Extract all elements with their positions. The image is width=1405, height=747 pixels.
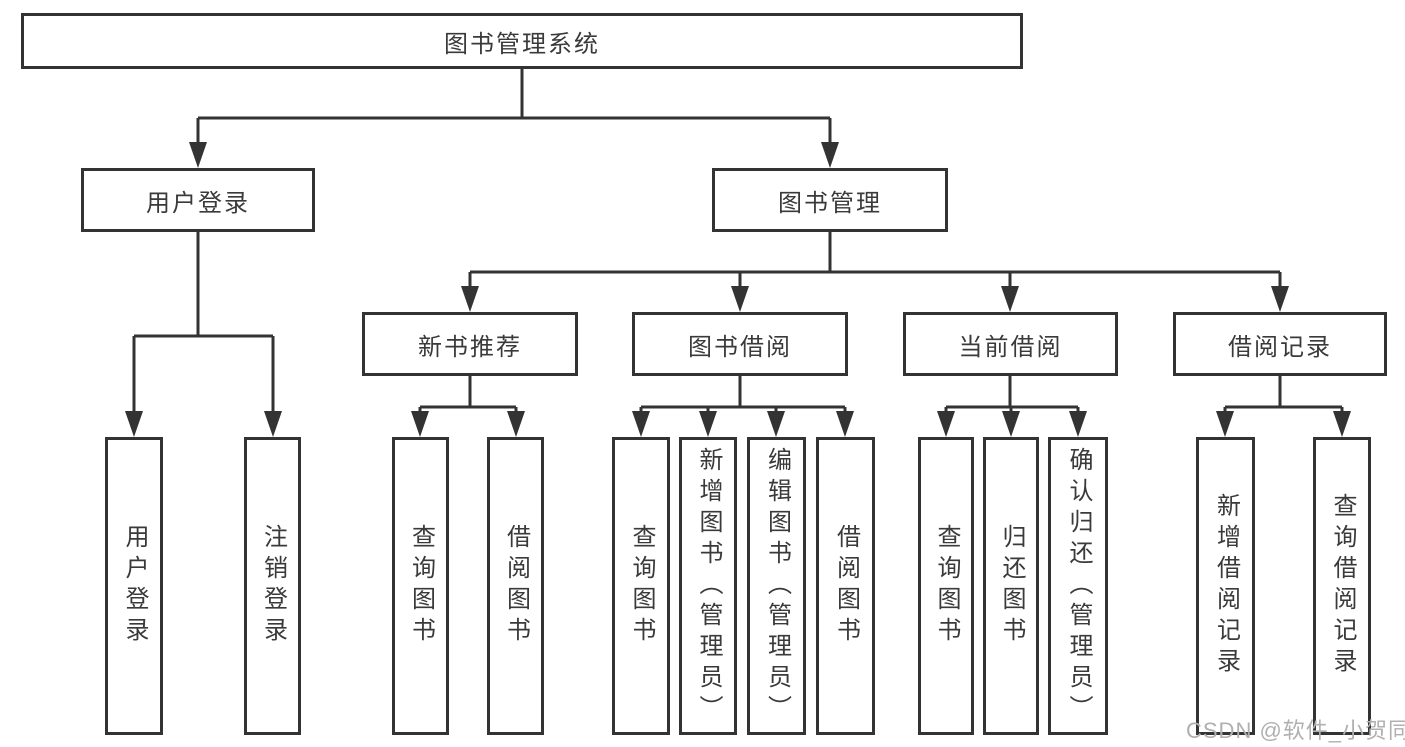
leaf-borrow-query-book: 查询图书 — [612, 437, 670, 735]
leaf-label: 新增图书（管理员） — [695, 446, 722, 726]
leaf-borrow-add-book-admin: 新增图书（管理员） — [679, 437, 737, 735]
arrowhead — [1001, 286, 1019, 312]
node-label: 借阅记录 — [1228, 333, 1332, 361]
watermark: CSDN @软件_小贺同学 — [1186, 718, 1405, 743]
node-label: 图书管理 — [778, 189, 882, 217]
leaf-label: 查询图书 — [628, 524, 655, 648]
node-book-management: 图书管理 — [712, 168, 948, 232]
leaf-borrow-borrow-book: 借阅图书 — [816, 437, 875, 735]
leaf-label: 注销登录 — [259, 524, 287, 648]
arrowhead — [125, 411, 143, 437]
leaf-label: 查询图书 — [407, 524, 435, 648]
leaf-records-add-record: 新增借阅记录 — [1196, 437, 1255, 735]
leaf-label: 编辑图书（管理员） — [763, 446, 791, 726]
leaf-current-query-book: 查询图书 — [918, 437, 974, 735]
arrowhead — [1333, 411, 1351, 437]
arrowhead — [1271, 286, 1289, 312]
arrowhead — [632, 411, 650, 437]
leaf-label: 归还图书 — [998, 524, 1025, 648]
leaf-current-confirm-return-admin: 确认归还（管理员） — [1048, 437, 1108, 735]
node-label: 新书推荐 — [418, 333, 522, 361]
node-user-login: 用户登录 — [81, 168, 315, 232]
leaf-newbook-borrow-book: 借阅图书 — [487, 437, 544, 735]
leaf-user-login: 用户登录 — [105, 437, 163, 735]
leaf-label: 新增借阅记录 — [1212, 493, 1240, 679]
node-label: 用户登录 — [146, 189, 250, 217]
leaf-records-query-record: 查询借阅记录 — [1313, 437, 1371, 735]
leaf-label: 用户登录 — [121, 524, 148, 648]
node-library-management-system: 图书管理系统 — [21, 13, 1023, 69]
arrowhead — [1069, 411, 1087, 437]
arrowhead — [411, 411, 429, 437]
node-borrowing-records: 借阅记录 — [1173, 312, 1387, 376]
node-book-borrowing: 图书借阅 — [632, 312, 848, 376]
leaf-label: 确认归还（管理员） — [1065, 446, 1092, 726]
node-label: 当前借阅 — [958, 333, 1063, 361]
arrowhead — [699, 411, 717, 437]
node-current-borrowing: 当前借阅 — [903, 312, 1118, 376]
arrowhead — [836, 411, 854, 437]
leaf-label: 查询图书 — [933, 524, 960, 648]
arrowhead — [507, 411, 525, 437]
node-new-book-recommend: 新书推荐 — [362, 312, 578, 376]
arrowhead — [461, 286, 479, 312]
arrowhead — [1002, 411, 1020, 437]
node-label: 图书管理系统 — [444, 30, 600, 58]
arrowhead — [264, 411, 282, 437]
leaf-label: 借阅图书 — [502, 524, 530, 648]
leaf-logout: 注销登录 — [244, 437, 301, 735]
arrowhead — [1216, 411, 1234, 437]
arrowhead — [767, 411, 785, 437]
leaf-label: 查询借阅记录 — [1329, 493, 1356, 679]
arrowhead — [821, 142, 839, 168]
arrowhead — [189, 142, 207, 168]
arrowhead — [731, 286, 749, 312]
leaf-borrow-edit-book-admin: 编辑图书（管理员） — [747, 437, 806, 735]
leaf-newbook-query-book: 查询图书 — [392, 437, 449, 735]
leaf-label: 借阅图书 — [832, 524, 860, 648]
node-label: 图书借阅 — [688, 333, 792, 361]
arrowhead — [937, 411, 955, 437]
leaf-current-return-book: 归还图书 — [983, 437, 1039, 735]
